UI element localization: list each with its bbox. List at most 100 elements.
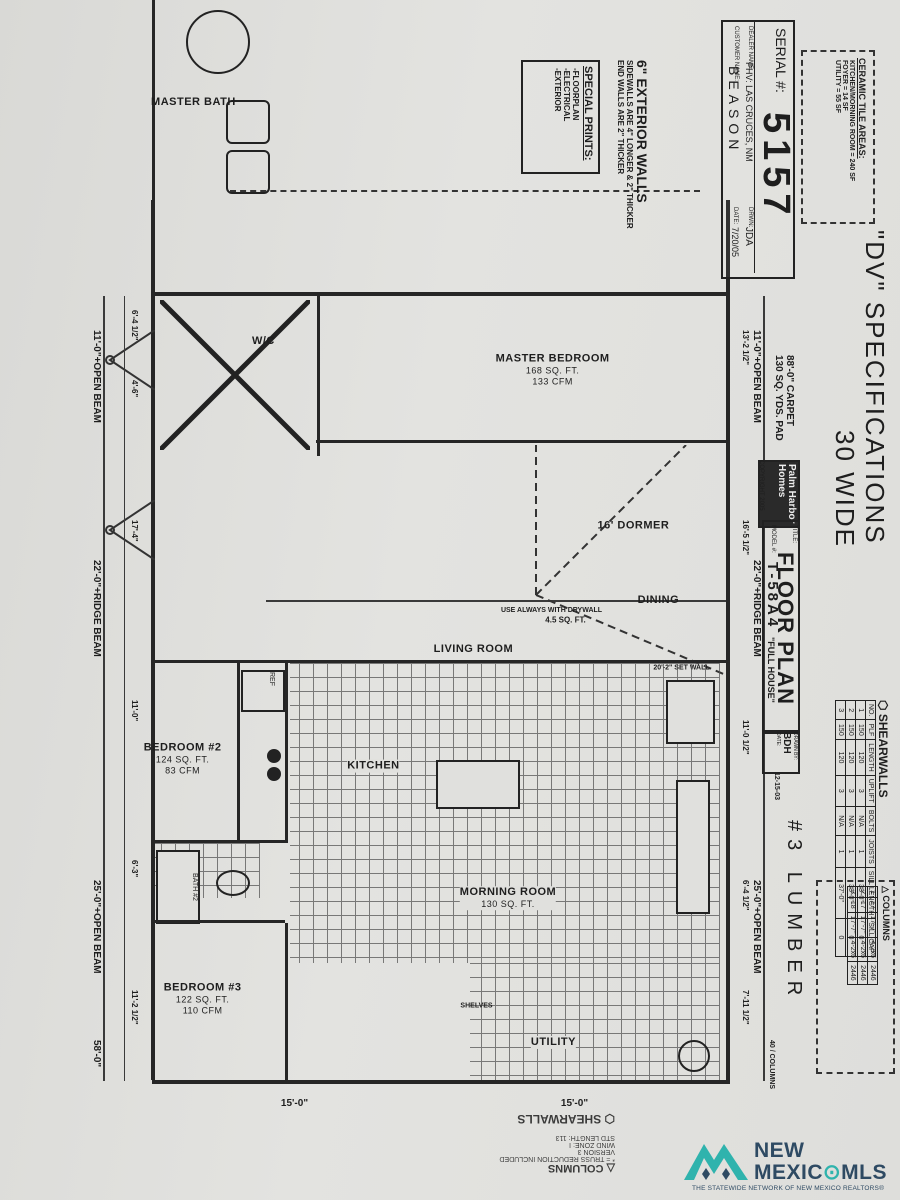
table-cell: 3 bbox=[847, 886, 858, 898]
dimension-line-top bbox=[103, 296, 105, 1081]
room-area: 130 SQ. FT. bbox=[481, 899, 535, 910]
exterior-wall-left bbox=[152, 292, 730, 296]
dim-section: 11'-2 1/2" bbox=[130, 990, 139, 1025]
columns-std-length: STD LENGTH: 113 bbox=[555, 1134, 615, 1141]
room-label-bedroom-3: BEDROOM #3 122 SQ. FT. 110 CFM bbox=[164, 981, 242, 1016]
columns-title-mirrored: △ COLUMNS bbox=[115, 1162, 615, 1175]
dim-beam: 25'-0"+OPEN BEAM bbox=[751, 880, 762, 974]
ceramic-tile-title: CERAMIC TILE AREAS: bbox=[857, 58, 867, 159]
spec-title-width: 30 WIDE bbox=[830, 430, 860, 549]
wall-kitchen-bedroom2 bbox=[285, 663, 288, 843]
table-cell: 17'-7" bbox=[847, 912, 858, 938]
table-cell: 2446 bbox=[847, 961, 858, 985]
title-block: TITLE: FLOOR PLAN MODEL #: T-58A4 "FULL … bbox=[762, 520, 800, 734]
divider bbox=[754, 22, 755, 273]
dim-section: 13'-2 1/2" bbox=[741, 330, 750, 366]
logo-text-mexic: MEXIC bbox=[754, 1161, 824, 1184]
shelves-label: SHELVES bbox=[460, 1002, 493, 1010]
dealer-name: PHV: LAS CRUCES, NM bbox=[744, 62, 754, 162]
table-cell: 3 bbox=[855, 775, 866, 807]
dim-section: 17'-4" bbox=[130, 520, 139, 542]
copyright: COPYRIGHT 2005 bbox=[758, 460, 764, 511]
ref-label: REF bbox=[268, 672, 275, 686]
model-label: MODEL #: bbox=[770, 525, 776, 553]
table-cell: N/A bbox=[845, 806, 856, 836]
burner-icon bbox=[267, 767, 281, 781]
logo-text-mexico-mls: MEXIC⊙MLS bbox=[754, 1162, 887, 1183]
table-cell: 2 bbox=[845, 700, 856, 720]
table-cell: 4-2x6 bbox=[847, 937, 858, 962]
zia-sun-icon: ⊙ bbox=[823, 1161, 842, 1184]
serial-label: SERIAL #: bbox=[773, 28, 789, 93]
ceramic-tile-floor bbox=[290, 663, 720, 963]
room-area: 122 SQ. FT. bbox=[175, 994, 230, 1005]
shearwalls-title-text: SHEARWALLS bbox=[876, 713, 890, 798]
room-closet: 133 CFM bbox=[532, 376, 573, 387]
table-cell: 1 bbox=[835, 835, 846, 868]
drawn-by: BDH bbox=[781, 732, 792, 754]
exterior-wall-top bbox=[726, 200, 730, 1080]
tub-shower: BATH #2 bbox=[156, 850, 200, 924]
exterior-walls-line: SIDEWALLS ARE 4" LONGER & 2" THICKER bbox=[625, 60, 634, 229]
table-cell: 3 bbox=[845, 775, 856, 807]
drywall-note: USE ALWAYS WITH DRYWALL bbox=[500, 607, 603, 615]
table-cell: N/A bbox=[835, 806, 846, 836]
serial-number: 5157 bbox=[755, 112, 797, 221]
special-prints-box: SPECIAL PRINTS: -FLOORPLAN -ELECTRICAL -… bbox=[521, 60, 600, 174]
room-label-bedroom-2: BEDROOM #2 124 SQ. FT. 83 CFM bbox=[144, 741, 222, 776]
plan-date: 12-15-03 bbox=[773, 772, 780, 801]
hexagon-icon: ⬡ bbox=[601, 1112, 615, 1126]
dim-beam: 22'-0"+RIDGE BEAM bbox=[91, 560, 102, 657]
wall-master-bedroom bbox=[316, 440, 726, 443]
room-closet: 83 CFM bbox=[165, 765, 201, 776]
serial-date: 7/20/05 bbox=[730, 227, 740, 258]
exterior-walls-title: 6" EXTERIOR WALLS bbox=[634, 60, 650, 203]
ceramic-tile-line: FOYER = 14 SF bbox=[841, 60, 848, 111]
logo-text-mls: MLS bbox=[841, 1161, 887, 1184]
hexagon-icon: ⬡ bbox=[876, 700, 890, 714]
drawn-by-block: DRAWN BY: BDH DATE: bbox=[762, 730, 800, 774]
table-cell: 2446 bbox=[867, 961, 878, 985]
kitchen-counter-sink bbox=[676, 780, 710, 914]
room-closet: 110 CFM bbox=[182, 1005, 223, 1016]
room-label-kitchen: KITCHEN bbox=[347, 759, 400, 773]
model-number: T-58A4 bbox=[764, 562, 781, 630]
columns-wind-zone: WIND ZONE: I bbox=[569, 1141, 615, 1148]
table-cell: 17'-7" bbox=[867, 912, 878, 938]
lumber-grade: #3 LUMBER bbox=[783, 820, 805, 1004]
burner-icon bbox=[267, 749, 281, 763]
dormer-area: 4.5 SQ. FT. bbox=[545, 615, 586, 625]
bathtub-icon bbox=[186, 10, 250, 74]
room-label-wc: W/C bbox=[251, 334, 275, 347]
logo-tagline: THE STATEWIDE NETWORK OF NEW MEXICO REAL… bbox=[692, 1185, 885, 1192]
carpet-area: 130 SQ. YDS. PAD bbox=[773, 355, 784, 441]
room-label-living-room: LIVING ROOM bbox=[433, 643, 514, 656]
date-label: DATE: bbox=[732, 207, 738, 225]
mirrored-legend: △ COLUMNS * = TRUSS REDUCTION INCLUDED V… bbox=[115, 1045, 615, 1175]
dim-section: 11'-0" bbox=[130, 700, 139, 722]
special-prints-item: -FLOORPLAN bbox=[571, 68, 580, 121]
room-area: 124 SQ. FT. bbox=[155, 754, 210, 765]
wall-bath-bedroom3 bbox=[152, 920, 285, 923]
master-bath-x-area bbox=[158, 298, 312, 452]
table-cell: 2446 bbox=[857, 961, 868, 985]
table-cell: 1 bbox=[845, 835, 856, 868]
table-header: UPLIFT bbox=[865, 775, 876, 807]
table-header: BOLTS bbox=[865, 806, 876, 836]
table-cell: 3 bbox=[835, 775, 846, 807]
mountain-logo-icon bbox=[684, 1144, 748, 1180]
dim-overall: 58'-0" bbox=[91, 1040, 102, 1068]
special-prints-item: -ELECTRICAL bbox=[562, 68, 571, 122]
dim-beam: 22'-0"+RIDGE BEAM bbox=[751, 560, 762, 657]
shearwalls-title-text: SHEARWALLS bbox=[517, 1112, 602, 1126]
columns-title: △ COLUMNS bbox=[878, 882, 893, 1072]
table-cell: 17 bbox=[857, 897, 868, 913]
table-cell: 120 bbox=[855, 739, 866, 776]
table-cell: 4-2x6 bbox=[867, 937, 878, 962]
room-label-master-bath: MASTER BATH bbox=[151, 95, 236, 108]
spec-title-dv: "DV" SPECIFICATIONS bbox=[860, 230, 890, 545]
room-label-master-bedroom: MASTER BEDROOM 168 SQ. FT. 133 CFM bbox=[483, 353, 623, 388]
truss-symbol-icon bbox=[105, 330, 155, 390]
